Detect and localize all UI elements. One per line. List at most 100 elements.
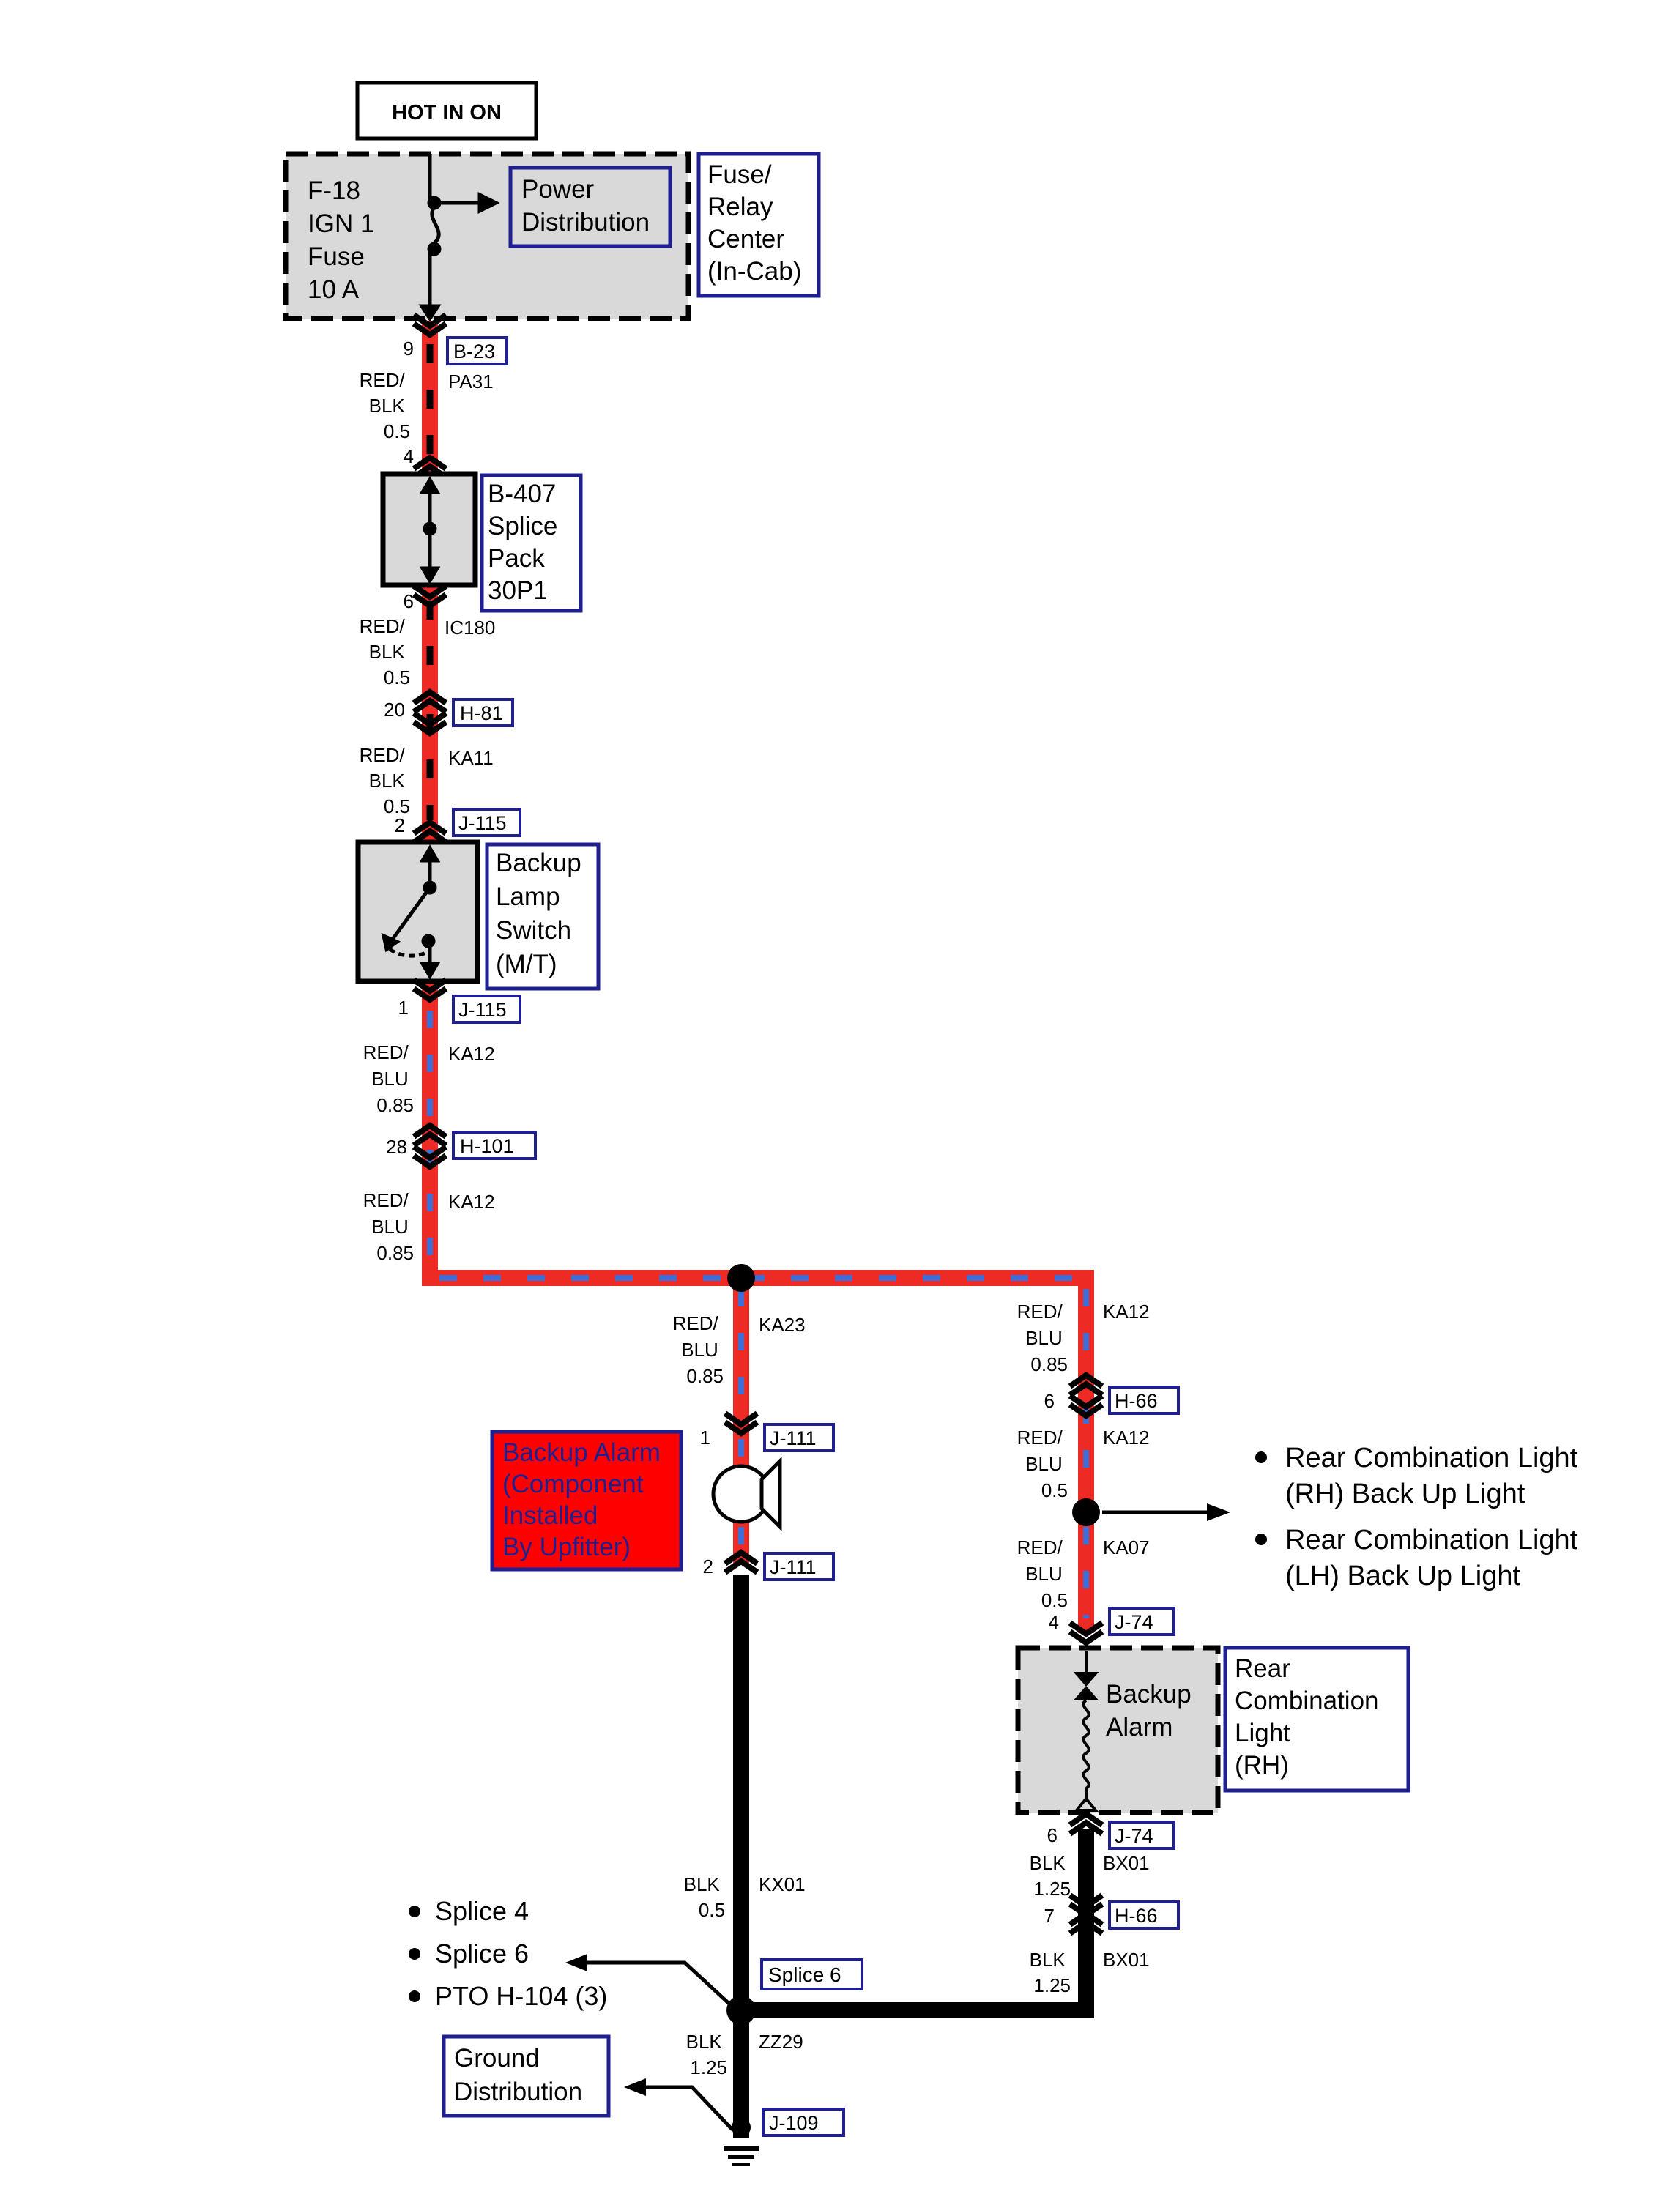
wire-zz29-circuit: ZZ29	[759, 2031, 803, 2053]
connector-h101-label: H-101	[460, 1135, 514, 1157]
splice6-label: Splice 6	[768, 1963, 841, 1986]
pin-1: 1	[398, 997, 409, 1019]
splice-ref-2: Splice 6	[435, 1938, 529, 1969]
rear-light-ref-1: Rear Combination Light	[1285, 1443, 1578, 1473]
wire-ka12b-circuit: KA12	[448, 1191, 495, 1213]
wire-ka12a-color: RED/ BLU 0.85	[363, 1041, 414, 1116]
connector-j115-out-box[interactable]	[452, 995, 521, 1024]
wire-ka12a-circuit: KA12	[448, 1043, 495, 1065]
connector-j115-in-box[interactable]	[452, 808, 521, 837]
wire-zz29-color: BLK 1.25	[686, 2031, 727, 2078]
fuse-icon	[418, 154, 500, 322]
connector-h81-label: H-81	[460, 702, 503, 724]
connector-h101-box[interactable]	[452, 1131, 537, 1160]
backup-switch-label-box[interactable]	[485, 842, 601, 991]
splice6-dot	[726, 1996, 756, 2025]
arrow-left-ground-icon	[624, 2078, 734, 2131]
pin-alarm-2: 2	[703, 1555, 713, 1577]
bullet-icon	[1255, 1534, 1267, 1545]
power-distribution-box[interactable]	[508, 166, 672, 248]
splice-refs[interactable]: Splice 4 Splice 6 PTO H-104 (3)	[409, 1896, 607, 2011]
pin-28: 28	[386, 1136, 407, 1158]
splice-ref-3: PTO H-104 (3)	[435, 1981, 607, 2011]
connector-j111-bottom	[725, 1553, 757, 1572]
wire-ka12c-circuit: KA12	[1103, 1301, 1150, 1323]
connector-j74-top-box[interactable]	[1108, 1607, 1175, 1636]
bullet-icon	[1255, 1451, 1267, 1463]
wire-ic180-circuit: IC180	[445, 617, 495, 639]
wire-bx01a-circuit: BX01	[1103, 1852, 1150, 1874]
bullet-icon	[409, 1948, 420, 1960]
rear-light-box	[1015, 1645, 1221, 1815]
pin-2: 2	[395, 814, 405, 836]
wire-bx01b-circuit: BX01	[1103, 1949, 1150, 1971]
connector-j111-bot-label: J-111	[770, 1556, 817, 1578]
pin-h66-7: 7	[1044, 1905, 1055, 1927]
rear-light-ref-3: Rear Combination Light	[1285, 1525, 1578, 1555]
connector-j109-label: J-109	[769, 2112, 819, 2134]
connector-j115-in-label: J-115	[458, 812, 507, 834]
backup-alarm-note-label: Backup Alarm (Component Installed By Upf…	[502, 1438, 668, 1561]
speaker-icon	[711, 1456, 782, 1532]
connector-j109-box[interactable]	[762, 2108, 845, 2137]
wire-ka12b-color: RED/ BLU 0.85	[363, 1189, 414, 1264]
connector-j74-top-label: J-74	[1115, 1611, 1153, 1633]
wire-bx01b-color: BLK 1.25	[1030, 1949, 1071, 1996]
wire-ic180-color: RED/ BLK 0.5	[360, 615, 410, 688]
wire-kx01-circuit: KX01	[759, 1873, 806, 1895]
black-ground-wires	[733, 1575, 1094, 2138]
branch-dot	[1072, 1498, 1100, 1526]
wire-kx01-color: BLK 0.5	[684, 1873, 725, 1921]
fuse-label: F-18 IGN 1 Fuse 10 A	[308, 176, 382, 304]
rear-light-ref-4: (LH) Back Up Light	[1285, 1561, 1520, 1591]
wire-ka11-circuit: KA11	[448, 747, 494, 769]
splice-pack-label: B-407 Splice Pack 30P1	[488, 480, 565, 605]
pin-4: 4	[404, 445, 414, 467]
lamp-icon	[1073, 1651, 1099, 1812]
connector-h81-box[interactable]	[452, 698, 514, 727]
splice-ref-1: Splice 4	[435, 1896, 529, 1926]
wire-ka23-circuit: KA23	[759, 1314, 806, 1336]
fuse-relay-center-label: Fuse/ Relay Center (In-Cab)	[707, 160, 801, 286]
wire-ka12d-color: RED/ BLU 0.5	[1017, 1427, 1068, 1501]
wire-pa31-color: RED/ BLK 0.5	[360, 369, 410, 442]
connector-b23-label: B-23	[453, 341, 495, 363]
backup-alarm-note-box[interactable]	[490, 1430, 683, 1572]
pin-6: 6	[404, 590, 414, 612]
wire-bx01a-color: BLK 1.25	[1030, 1852, 1071, 1900]
backup-switch-label: Backup Lamp Switch (M/T)	[496, 849, 588, 978]
rear-light-label: Rear Combination Light (RH)	[1235, 1654, 1386, 1780]
splice-pack-label-box[interactable]	[480, 473, 583, 613]
power-distribution-label: Power Distribution	[521, 175, 650, 237]
ground-dist-box[interactable]	[442, 2034, 611, 2118]
bullet-icon	[409, 1990, 420, 2002]
rear-light-label-box[interactable]	[1223, 1646, 1410, 1793]
wire-ka12c-color: RED/ BLU 0.85	[1017, 1301, 1068, 1375]
connector-h66-top-label: H-66	[1115, 1390, 1158, 1412]
backup-switch-box	[355, 839, 480, 984]
connector-h66-bot-box[interactable]	[1108, 1900, 1180, 1930]
connector-j111-bot-box[interactable]	[763, 1552, 835, 1581]
ground-dist-label: Ground Distribution	[454, 2044, 582, 2106]
splice6-box[interactable]	[760, 1958, 863, 1990]
connector-h66-top-box[interactable]	[1108, 1386, 1180, 1415]
rear-light-refs[interactable]: Rear Combination Light (RH) Back Up Ligh…	[1255, 1443, 1578, 1591]
rear-light-inner-label: Backup Alarm	[1106, 1680, 1198, 1741]
pin-20: 20	[384, 699, 405, 721]
junction-dot	[727, 1264, 755, 1292]
connector-h66-bot-label: H-66	[1115, 1905, 1158, 1927]
rear-light-ref-2: (RH) Back Up Light	[1285, 1479, 1525, 1509]
splice-pack-icon	[419, 476, 441, 584]
wire-ka11-color: RED/ BLK 0.5	[360, 744, 410, 817]
wire-ka07-color: RED/ BLU 0.5	[1017, 1536, 1068, 1611]
fuse-relay-center-box[interactable]	[696, 152, 821, 298]
wire-ka23-color: RED/ BLU 0.85	[673, 1312, 724, 1387]
wire-ka07-circuit: KA07	[1103, 1536, 1150, 1558]
pin-alarm-1: 1	[700, 1427, 710, 1449]
connector-b23-box[interactable]	[446, 336, 508, 365]
connector-j74-bot-box[interactable]	[1108, 1821, 1175, 1850]
connector-j111-top-box[interactable]	[763, 1423, 835, 1452]
wire-pa31-circuit: PA31	[448, 371, 494, 393]
bullet-icon	[409, 1906, 420, 1917]
